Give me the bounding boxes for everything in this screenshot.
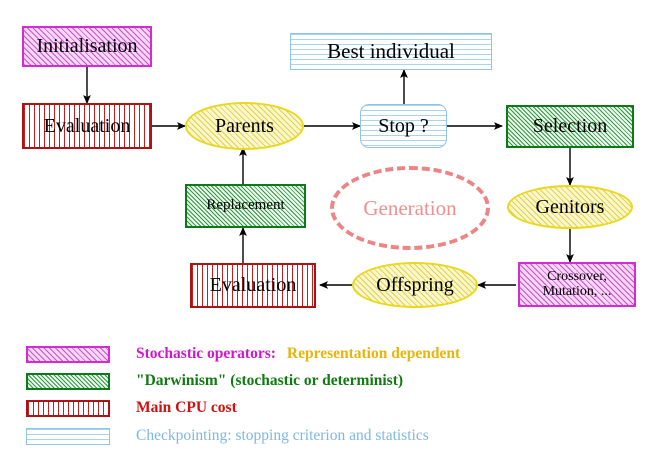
node-initialisation[interactable]: Initialisation xyxy=(22,26,152,67)
legend-label-stochastic-operators: Stochastic operators: xyxy=(136,345,276,362)
node-crossover-mutation-label-line1: Crossover, xyxy=(547,268,607,284)
legend-row-stochastic-operators: Stochastic operators: Representation dep… xyxy=(26,344,460,364)
node-evaluation-bottom-label: Evaluation xyxy=(209,274,297,296)
node-offspring[interactable]: Offspring xyxy=(352,262,478,308)
legend-label-checkpointing: Checkpointing: stopping criterion and st… xyxy=(136,427,429,444)
node-crossover-mutation-label-line2: Mutation, ... xyxy=(542,283,612,299)
node-offspring-label: Offspring xyxy=(376,273,454,296)
node-generation: Generation xyxy=(330,166,490,250)
magenta-diagonal-hatch-swatch xyxy=(26,345,110,363)
node-evaluation-bottom[interactable]: Evaluation xyxy=(190,263,316,308)
legend-row-main-cpu-cost: Main CPU cost xyxy=(26,398,237,418)
legend-label-darwinism: "Darwinism" (stochastic or determinist) xyxy=(136,372,404,389)
node-best-individual[interactable]: Best individual xyxy=(290,33,492,70)
legend-label-main-cpu-cost: Main CPU cost xyxy=(136,399,237,416)
blue-horizontal-hatch-swatch xyxy=(26,427,110,445)
node-replacement-label: Replacement xyxy=(206,197,285,214)
green-diagonal-hatch-swatch xyxy=(26,372,110,390)
legend-row-darwinism: "Darwinism" (stochastic or determinist) xyxy=(26,371,403,391)
node-evaluation-top[interactable]: Evaluation xyxy=(22,103,152,149)
node-genitors[interactable]: Genitors xyxy=(507,185,633,229)
node-selection[interactable]: Selection xyxy=(506,105,634,148)
legend: Stochastic operators: Representation dep… xyxy=(0,336,662,471)
red-vertical-hatch-swatch xyxy=(26,399,110,417)
node-parents-label: Parents xyxy=(215,114,274,137)
node-initialisation-label: Initialisation xyxy=(36,35,138,57)
node-generation-label: Generation xyxy=(363,195,457,220)
legend-label-representation-dependent: Representation dependent xyxy=(286,345,461,362)
node-stop-label: Stop ? xyxy=(378,114,429,137)
node-stop[interactable]: Stop ? xyxy=(360,104,447,148)
node-best-individual-label: Best individual xyxy=(327,39,455,64)
node-replacement[interactable]: Replacement xyxy=(185,184,306,228)
node-parents[interactable]: Parents xyxy=(185,102,304,150)
node-evaluation-top-label: Evaluation xyxy=(43,114,131,137)
node-genitors-label: Genitors xyxy=(535,195,605,218)
legend-row-checkpointing: Checkpointing: stopping criterion and st… xyxy=(26,426,429,446)
node-selection-label: Selection xyxy=(532,115,608,137)
node-crossover-mutation[interactable]: Crossover, Mutation, ... xyxy=(518,262,636,307)
